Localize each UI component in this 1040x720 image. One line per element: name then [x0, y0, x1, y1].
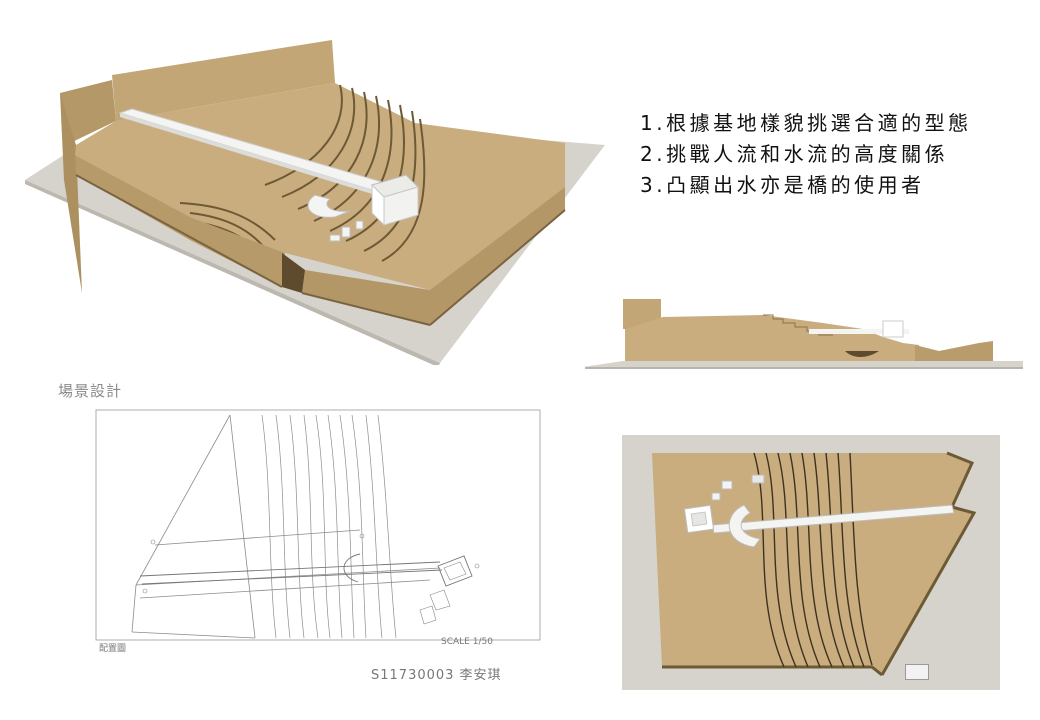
- perspective-model-photo: [25, 40, 605, 365]
- tower-plan: [437, 555, 473, 587]
- design-notes: 1.根據基地樣貌挑選合適的型態 2.挑戰人流和水流的高度關係 3.凸顯出水亦是橋…: [640, 108, 1030, 201]
- scale-label: SCALE 1/50: [441, 637, 493, 647]
- front-face-left: [75, 155, 285, 287]
- back-wall: [112, 40, 335, 121]
- bridge-deck: [809, 329, 909, 334]
- elevation-model-photo: [583, 299, 1023, 369]
- student-label: S11730003 李安琪: [371, 668, 502, 683]
- base-board: [583, 361, 1023, 367]
- note-line: 3.凸顯出水亦是橋的使用者: [640, 173, 925, 197]
- contour-lines: [261, 414, 397, 639]
- bridge-deck: [711, 504, 955, 534]
- top-view-model-photo: [622, 435, 1000, 690]
- terrain-top: [652, 453, 974, 675]
- model-label-stamp: [905, 664, 929, 680]
- curved-ramp: [307, 194, 351, 218]
- plan-label: 配置圖: [99, 644, 127, 654]
- contour-lines: [753, 452, 873, 668]
- site-plan-drawing: [40, 370, 545, 690]
- note-line: 2.挑戰人流和水流的高度關係: [640, 142, 949, 166]
- curved-ramp: [728, 504, 761, 548]
- drawing-title: 場景設計: [58, 382, 123, 400]
- drawing-frame: [95, 409, 541, 641]
- bridge-plan: [139, 553, 443, 585]
- tower-box: [882, 320, 904, 338]
- note-line: 1.根據基地樣貌挑選合適的型態: [640, 111, 972, 135]
- front-face-right: [302, 187, 565, 325]
